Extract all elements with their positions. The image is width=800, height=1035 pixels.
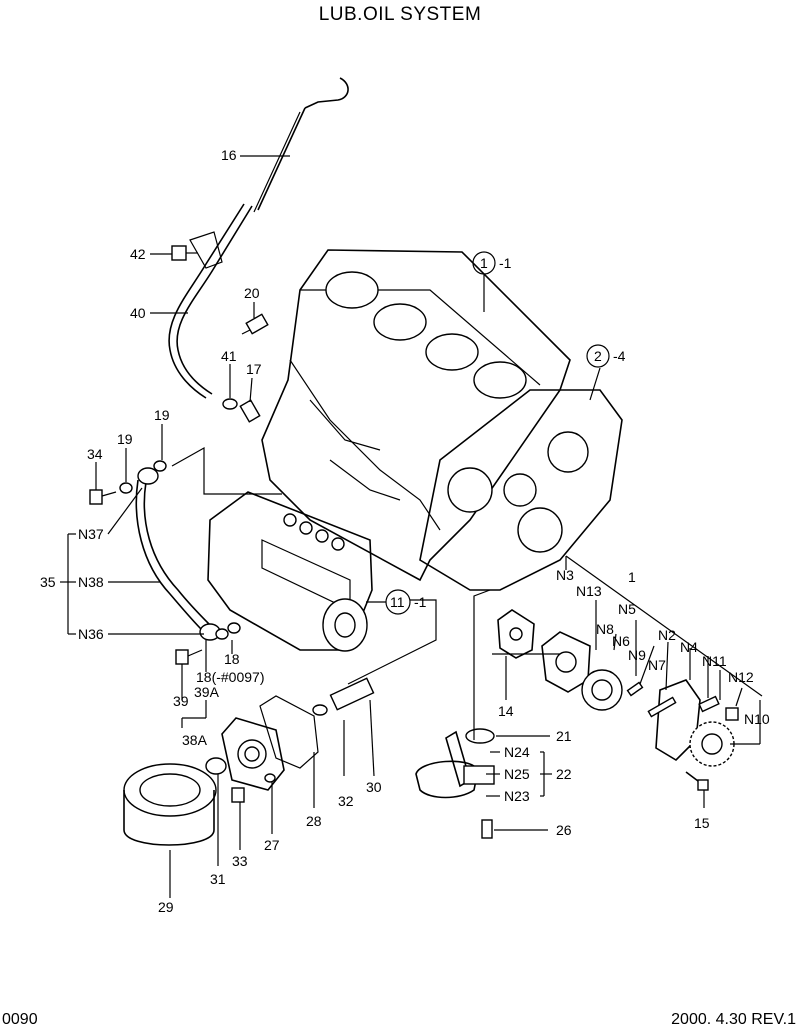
callout-N37: N37 [78, 526, 104, 542]
callout-30: 30 [366, 779, 382, 795]
callout-N3: N3 [556, 567, 574, 583]
o-ring-32 [312, 704, 328, 716]
callout-N9: N9 [628, 647, 646, 663]
oil-filter [123, 763, 217, 846]
callout-N25: N25 [504, 766, 530, 782]
callout-31: 31 [210, 871, 226, 887]
washer-18 [215, 628, 229, 640]
strainer-cap [463, 765, 495, 785]
callout-2-4: 2 -4 [586, 344, 626, 368]
bolt-42 [171, 245, 198, 261]
callout-35: 35 [40, 574, 56, 590]
callout-N38: N38 [78, 574, 104, 590]
callout-N5: N5 [618, 601, 636, 617]
callout-42: 42 [130, 246, 146, 262]
bolt-34 [89, 489, 117, 505]
leader-lines [60, 155, 763, 898]
washer-41 [222, 398, 238, 410]
bolt-26 [481, 819, 493, 839]
callout-N4: N4 [680, 639, 698, 655]
oil-pump-cover [497, 609, 535, 659]
callout-18-0097: 18(-#0097) [196, 669, 265, 685]
callout-19a: 19 [154, 407, 170, 423]
callout-22: 22 [556, 766, 572, 782]
callout-N7: N7 [648, 657, 666, 673]
callout-26: 26 [556, 822, 572, 838]
svg-text:-1: -1 [499, 255, 512, 271]
callout-20: 20 [244, 285, 260, 301]
injection-pump [207, 491, 373, 652]
plug-17 [239, 399, 261, 423]
callout-14: 14 [498, 703, 514, 719]
gear-case-plate [419, 389, 623, 591]
spring-N4 [698, 695, 720, 713]
washer-19b [119, 482, 133, 494]
svg-text:-4: -4 [613, 348, 626, 364]
callout-N36: N36 [78, 626, 104, 642]
oil-pump-rotor [581, 669, 623, 711]
callout-28: 28 [306, 813, 322, 829]
callout-41: 41 [221, 348, 237, 364]
oil-strainer [415, 730, 479, 799]
oil-pipe [135, 467, 221, 641]
relief-valve-30 [329, 677, 375, 711]
washer-18b [227, 622, 241, 634]
cylinder-block [261, 249, 571, 582]
page-title: LUB.OIL SYSTEM [318, 4, 482, 25]
callout-33: 33 [232, 853, 248, 869]
svg-text:1: 1 [480, 255, 488, 271]
callout-19b: 19 [117, 431, 133, 447]
callout-N6: N6 [612, 633, 630, 649]
dipstick [253, 77, 349, 213]
sensor-20 [241, 313, 269, 335]
svg-text:-1: -1 [414, 594, 427, 610]
bolt-15 [685, 771, 709, 791]
svg-text:2: 2 [594, 348, 602, 364]
plug-N12 [725, 707, 739, 721]
callout-N2: N2 [658, 627, 676, 643]
filter-bracket [221, 717, 285, 791]
callout-N13: N13 [576, 583, 602, 599]
callout-N11: N11 [702, 653, 727, 669]
svg-text:11: 11 [390, 594, 405, 610]
callout-18: 18 [224, 651, 240, 667]
callout-40: 40 [130, 305, 146, 321]
callout-16: 16 [221, 147, 237, 163]
gasket-28 [259, 695, 319, 769]
bolt-39 [175, 649, 203, 665]
callout-27: 27 [264, 837, 280, 853]
callout-N24: N24 [504, 744, 530, 760]
o-ring-31 [205, 757, 227, 775]
callout-32: 32 [338, 793, 354, 809]
pin-N6 [626, 681, 644, 697]
callout-17: 17 [246, 361, 262, 377]
callout-39A: 39A [194, 684, 220, 700]
revision-stamp: 2000. 4.30 REV.1 [671, 1011, 796, 1028]
pump-drive-gear [689, 721, 735, 767]
page-code: 0090 [2, 1011, 38, 1028]
callout-labels: 16 42 40 20 41 17 19 19 34 N37 35 N38 N3… [40, 147, 770, 915]
callout-11-1: 11 -1 [385, 589, 427, 615]
callout-N8: N8 [596, 621, 614, 637]
callout-29: 29 [158, 899, 174, 915]
washer-27 [264, 773, 276, 783]
callout-39: 39 [173, 693, 189, 709]
callout-1-1: 1 -1 [472, 251, 512, 275]
bolt-33 [231, 787, 245, 803]
callout-21: 21 [556, 728, 572, 744]
callout-34: 34 [87, 446, 103, 462]
callout-15: 15 [694, 815, 710, 831]
callout-N12: N12 [728, 669, 754, 685]
callout-N23: N23 [504, 788, 530, 804]
gasket-21 [465, 728, 495, 744]
shaft-N7 [647, 696, 677, 718]
callout-1: 1 [628, 569, 636, 585]
washer-19a [153, 460, 167, 472]
dipstick-guide-tube [168, 203, 253, 399]
callout-N10: N10 [744, 711, 770, 727]
callout-38A: 38A [182, 732, 208, 748]
